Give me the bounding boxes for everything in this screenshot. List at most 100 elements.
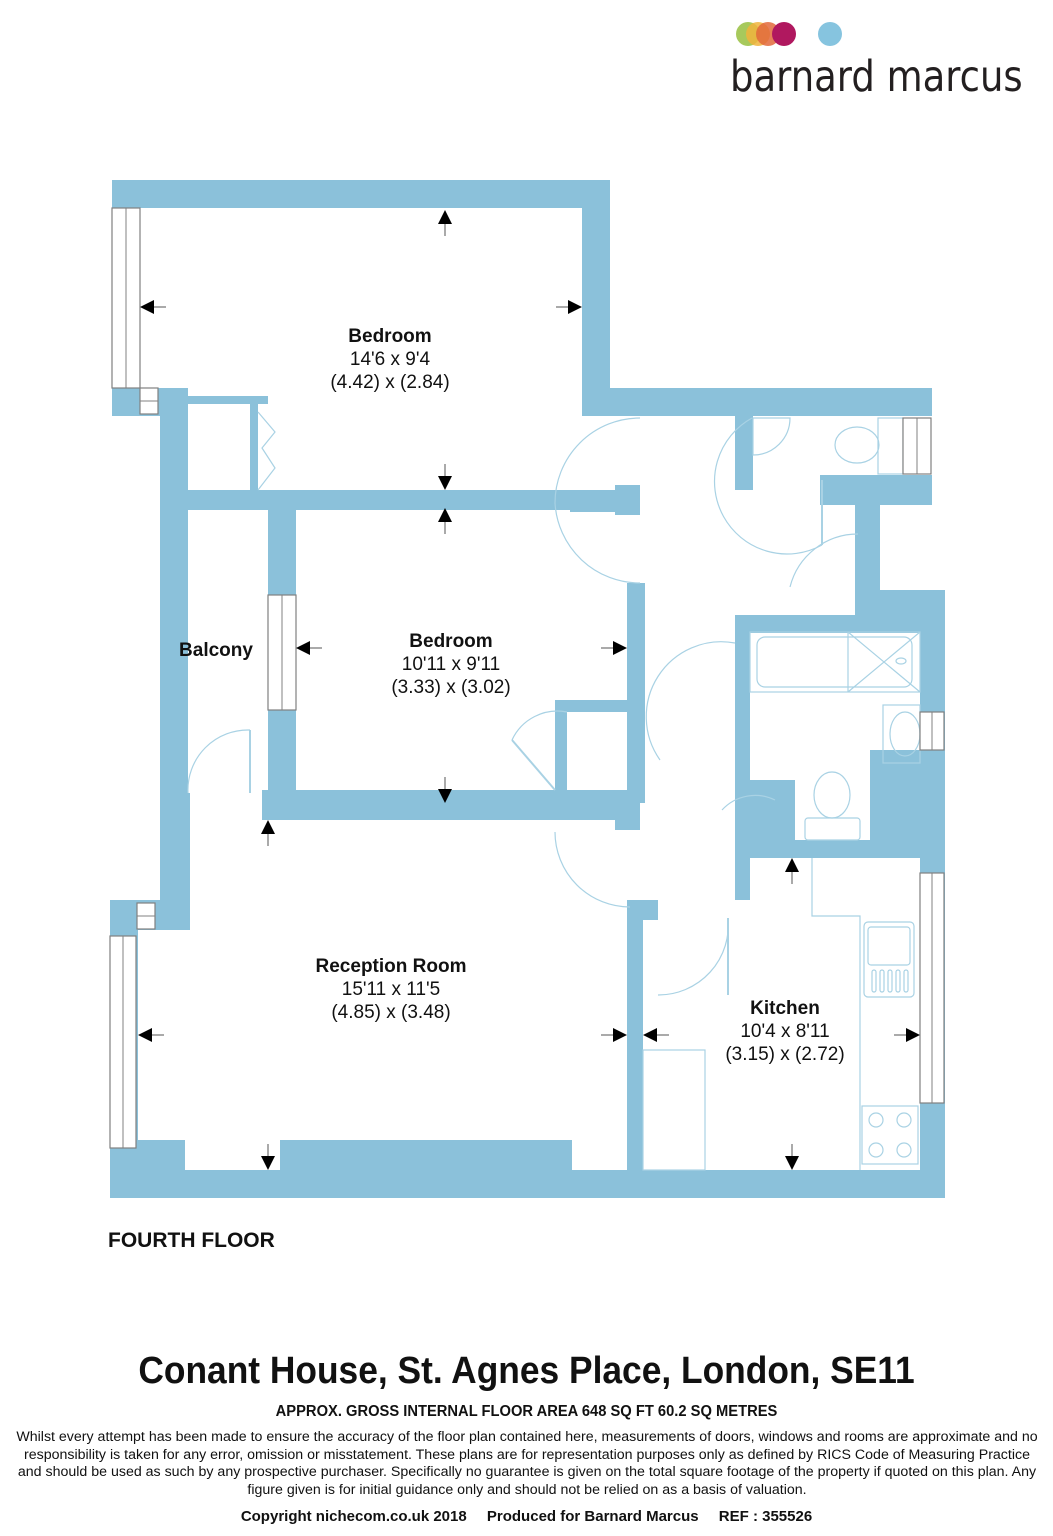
dimension-arrow-icon [643, 1028, 669, 1042]
wall-segment [615, 800, 640, 830]
door-swing-icon [657, 917, 729, 996]
wall-segment [160, 508, 188, 793]
drainer-groove [903, 969, 909, 993]
room-label-bedroom-1: Bedroom 14'6 x 9'4 (4.42) x (2.84) [330, 325, 449, 394]
room-label-balcony: Balcony [179, 639, 253, 662]
dimension-arrow-icon [785, 1144, 799, 1170]
toilet-icon [813, 771, 851, 819]
hob-ring [896, 1142, 912, 1158]
logo-dot [818, 22, 842, 46]
logo-dot [772, 22, 796, 46]
wall-segment [160, 490, 600, 510]
arrow-head [296, 641, 310, 655]
copyright-text: Copyright nichecom.co.uk 2018 [240, 1508, 467, 1525]
arrow-head [438, 789, 452, 803]
arrow-head [261, 820, 275, 834]
room-name: Reception Room [315, 956, 467, 977]
wall-segment [775, 780, 795, 840]
window-icon [111, 207, 141, 389]
arrow-head [140, 300, 154, 314]
hob-ring [868, 1112, 884, 1128]
door-swing-icon [721, 794, 776, 811]
room-dimensions-imperial: 10'11 x 9'11 [401, 654, 501, 675]
window-icon [267, 594, 297, 711]
door-swing-icon [511, 710, 568, 741]
produced-for-text: Produced for Barnard Marcus [486, 1508, 699, 1525]
wall-segment [250, 396, 258, 491]
drainer-groove [871, 969, 877, 993]
wall-segment [112, 180, 610, 208]
drain-icon [895, 657, 907, 665]
dimension-arrow-icon [894, 1028, 920, 1042]
door-swing-icon [554, 831, 631, 908]
door-swing-icon [554, 502, 641, 584]
dimension-arrow-icon [261, 820, 275, 846]
room-name: Bedroom [348, 326, 432, 347]
arrow-head [138, 1028, 152, 1042]
corner-basin-icon [752, 417, 791, 456]
window-icon [136, 902, 156, 930]
brand-logo: barnard marcus [730, 20, 1040, 102]
window-icon [109, 935, 137, 1149]
brand-name: barnard marcus [730, 52, 1023, 102]
wall-segment [735, 615, 945, 633]
wall-segment [735, 840, 945, 858]
kitchen-counter [811, 858, 861, 1170]
wall-segment [582, 388, 932, 416]
arrow-head [785, 1156, 799, 1170]
credits-line: Copyright nichecom.co.uk 2018 Produced f… [0, 1508, 1053, 1525]
dimension-arrow-icon [601, 641, 627, 655]
toilet-cistern [804, 817, 861, 841]
dimension-arrow-icon [261, 1144, 275, 1170]
arrow-head [643, 1028, 657, 1042]
wardrobe-door-icon [257, 411, 276, 491]
wall-segment [280, 1140, 572, 1180]
arrow-head [613, 1028, 627, 1042]
dimension-arrow-icon [438, 464, 452, 490]
door-swing-icon [789, 533, 859, 588]
door-leaf [511, 739, 556, 791]
fixtures [187, 411, 921, 1171]
dimension-arrow-icon [438, 777, 452, 803]
basin-bowl [889, 711, 921, 757]
dimension-arrow-icon [296, 641, 322, 655]
arrow-head [906, 1028, 920, 1042]
drainer-groove [887, 969, 893, 993]
room-label-kitchen: Kitchen 10'4 x 8'11 (3.15) x (2.72) [725, 997, 844, 1066]
wall-segment [643, 900, 658, 920]
room-dimensions-metric: (3.33) x (3.02) [391, 677, 511, 698]
wall-segment [735, 615, 750, 785]
sink-bowl [867, 926, 911, 966]
room-dimensions-metric: (4.42) x (2.84) [330, 372, 450, 393]
door-swing-icon [187, 729, 251, 794]
hob-icon [861, 1105, 919, 1165]
window-icon [902, 417, 932, 475]
sink-icon [863, 921, 915, 998]
arrow-head [568, 300, 582, 314]
drainer-groove [879, 969, 885, 993]
arrow-head [438, 508, 452, 522]
arrow-head [261, 1156, 275, 1170]
room-dimensions-metric: (3.15) x (2.72) [725, 1044, 845, 1065]
room-name: Bedroom [409, 631, 493, 652]
windows [109, 207, 945, 1149]
room-label-reception-room: Reception Room 15'11 x 11'5 (4.85) x (3.… [316, 955, 467, 1024]
wall-segment [582, 180, 610, 415]
room-name: Kitchen [750, 998, 820, 1019]
property-address: Conant House, St. Agnes Place, London, S… [138, 1350, 915, 1392]
room-dimensions-imperial: 14'6 x 9'4 [349, 349, 431, 370]
wall-segment [262, 790, 640, 820]
hob-ring [868, 1142, 884, 1158]
floor-label: FOURTH FLOOR [108, 1229, 275, 1252]
drainer-groove [895, 969, 901, 993]
dimension-arrow-icon [601, 1028, 627, 1042]
arrow-head [438, 476, 452, 490]
window-icon [139, 387, 159, 415]
wall-segment [855, 475, 880, 605]
arrow-head [785, 858, 799, 872]
wall-segment [627, 900, 643, 1175]
wall-segment [870, 750, 930, 840]
toilet-icon [834, 426, 880, 464]
wall-segment [735, 400, 753, 490]
